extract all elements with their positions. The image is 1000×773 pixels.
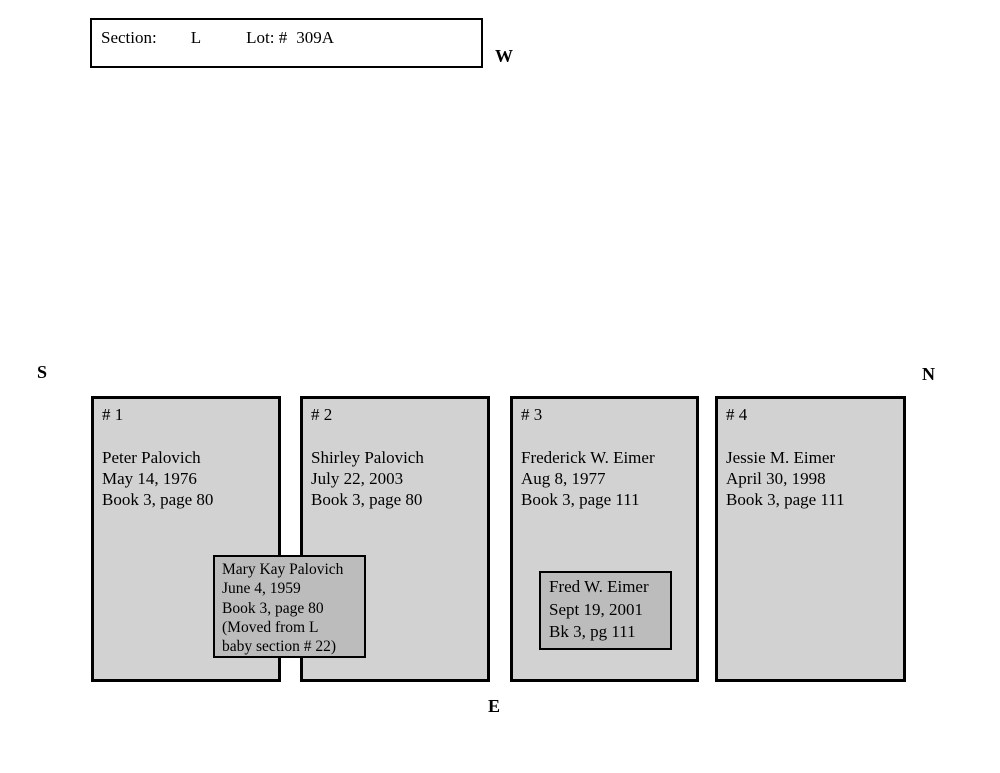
inner-marker-fred-w-eimer: Fred W. Eimer Sept 19, 2001 Bk 3, pg 111 bbox=[539, 571, 672, 650]
plot-record: Book 3, page 80 bbox=[102, 490, 214, 509]
plot-number: # 4 bbox=[726, 405, 748, 424]
plot-name: Jessie M. Eimer bbox=[726, 448, 836, 467]
plot-date: April 30, 1998 bbox=[726, 469, 826, 488]
plot-number: # 3 bbox=[521, 405, 543, 424]
plot-info: Peter Palovich May 14, 1976 Book 3, page… bbox=[102, 447, 272, 510]
plot-date: May 14, 1976 bbox=[102, 469, 197, 488]
lot-label: Lot: # bbox=[246, 28, 288, 47]
section-value: L bbox=[190, 28, 202, 47]
plot-name: Shirley Palovich bbox=[311, 448, 424, 467]
plot-date: Aug 8, 1977 bbox=[521, 469, 606, 488]
marker-record: Bk 3, pg 111 bbox=[549, 622, 636, 641]
marker-name: Mary Kay Palovich bbox=[222, 561, 344, 578]
plot-number: # 2 bbox=[311, 405, 333, 424]
compass-west-label: W bbox=[495, 46, 513, 66]
marker-name: Fred W. Eimer bbox=[549, 577, 649, 596]
plot-record: Book 3, page 80 bbox=[311, 490, 423, 509]
plot-date: July 22, 2003 bbox=[311, 469, 404, 488]
compass-north-label: N bbox=[922, 364, 935, 384]
marker-date: June 4, 1959 bbox=[222, 580, 301, 598]
marker-date: Sept 19, 2001 bbox=[549, 599, 643, 619]
plot-number: # 1 bbox=[102, 405, 124, 424]
lot-value: 309A bbox=[296, 28, 334, 47]
marker-note-line-1: (Moved from L bbox=[222, 618, 319, 636]
inner-marker-mary-kay-palovich: Mary Kay Palovich June 4, 1959 Book 3, p… bbox=[213, 555, 366, 658]
plot-name: Frederick W. Eimer bbox=[521, 448, 655, 467]
grave-plot-1: # 1 Peter Palovich May 14, 1976 Book 3, … bbox=[91, 396, 281, 682]
compass-south-label: S bbox=[37, 362, 48, 382]
compass-east-label: E bbox=[488, 696, 501, 716]
section-lot-header: Section: L Lot: # 309A bbox=[90, 18, 483, 68]
marker-note-line-2: baby section # 22) bbox=[222, 638, 337, 656]
grave-plot-4: # 4 Jessie M. Eimer April 30, 1998 Book … bbox=[715, 396, 906, 682]
marker-record: Book 3, page 80 bbox=[222, 599, 324, 617]
plot-name: Peter Palovich bbox=[102, 448, 201, 467]
section-label: Section: bbox=[101, 28, 157, 47]
plot-record: Book 3, page 111 bbox=[521, 490, 640, 509]
plot-record: Book 3, page 111 bbox=[726, 490, 845, 509]
plot-info: Jessie M. Eimer April 30, 1998 Book 3, p… bbox=[726, 447, 897, 510]
plot-info: Shirley Palovich July 22, 2003 Book 3, p… bbox=[311, 447, 481, 510]
plot-info: Frederick W. Eimer Aug 8, 1977 Book 3, p… bbox=[521, 447, 690, 510]
